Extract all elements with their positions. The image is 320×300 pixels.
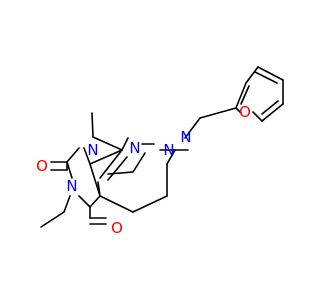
bond: [99, 195, 134, 213]
bond: [63, 195, 71, 213]
bond: [184, 117, 201, 139]
atom-n1-label: N: [87, 141, 98, 159]
bonds: [40, 66, 284, 228]
bond: [89, 163, 101, 197]
bond: [261, 100, 279, 115]
bond: [240, 85, 250, 105]
bond: [252, 111, 263, 122]
atom-labels: N N N O O N N O: [36, 103, 251, 237]
bond: [40, 211, 65, 228]
bond: [92, 136, 123, 151]
atom-n7-label: N: [163, 141, 174, 159]
atom-n3-label: N: [66, 177, 77, 195]
bond: [235, 107, 242, 114]
bond: [91, 112, 94, 138]
atom-n9-label: N: [180, 128, 191, 146]
bond: [78, 195, 91, 208]
bond: [132, 152, 146, 173]
atom-n-ring-label: N: [129, 139, 140, 157]
bond: [89, 149, 123, 165]
bond: [107, 156, 128, 181]
atom-o4-label: O: [111, 219, 123, 237]
bond: [199, 107, 237, 119]
bond: [254, 71, 278, 84]
atom-o-furan-label: O: [239, 103, 251, 121]
bond: [235, 82, 247, 109]
bond: [245, 66, 259, 84]
bond: [83, 147, 91, 165]
bond: [261, 103, 284, 122]
bond: [66, 147, 80, 163]
atom-o2-label: O: [36, 157, 48, 175]
bond: [107, 171, 134, 175]
bond: [89, 195, 101, 208]
bond: [132, 195, 168, 213]
bond: [66, 161, 73, 179]
bond: [257, 66, 284, 81]
molecule-structure-diagram: N N N O O N N O: [36, 66, 284, 237]
bond: [166, 149, 176, 165]
bond: [99, 149, 123, 179]
bond: [121, 137, 129, 151]
